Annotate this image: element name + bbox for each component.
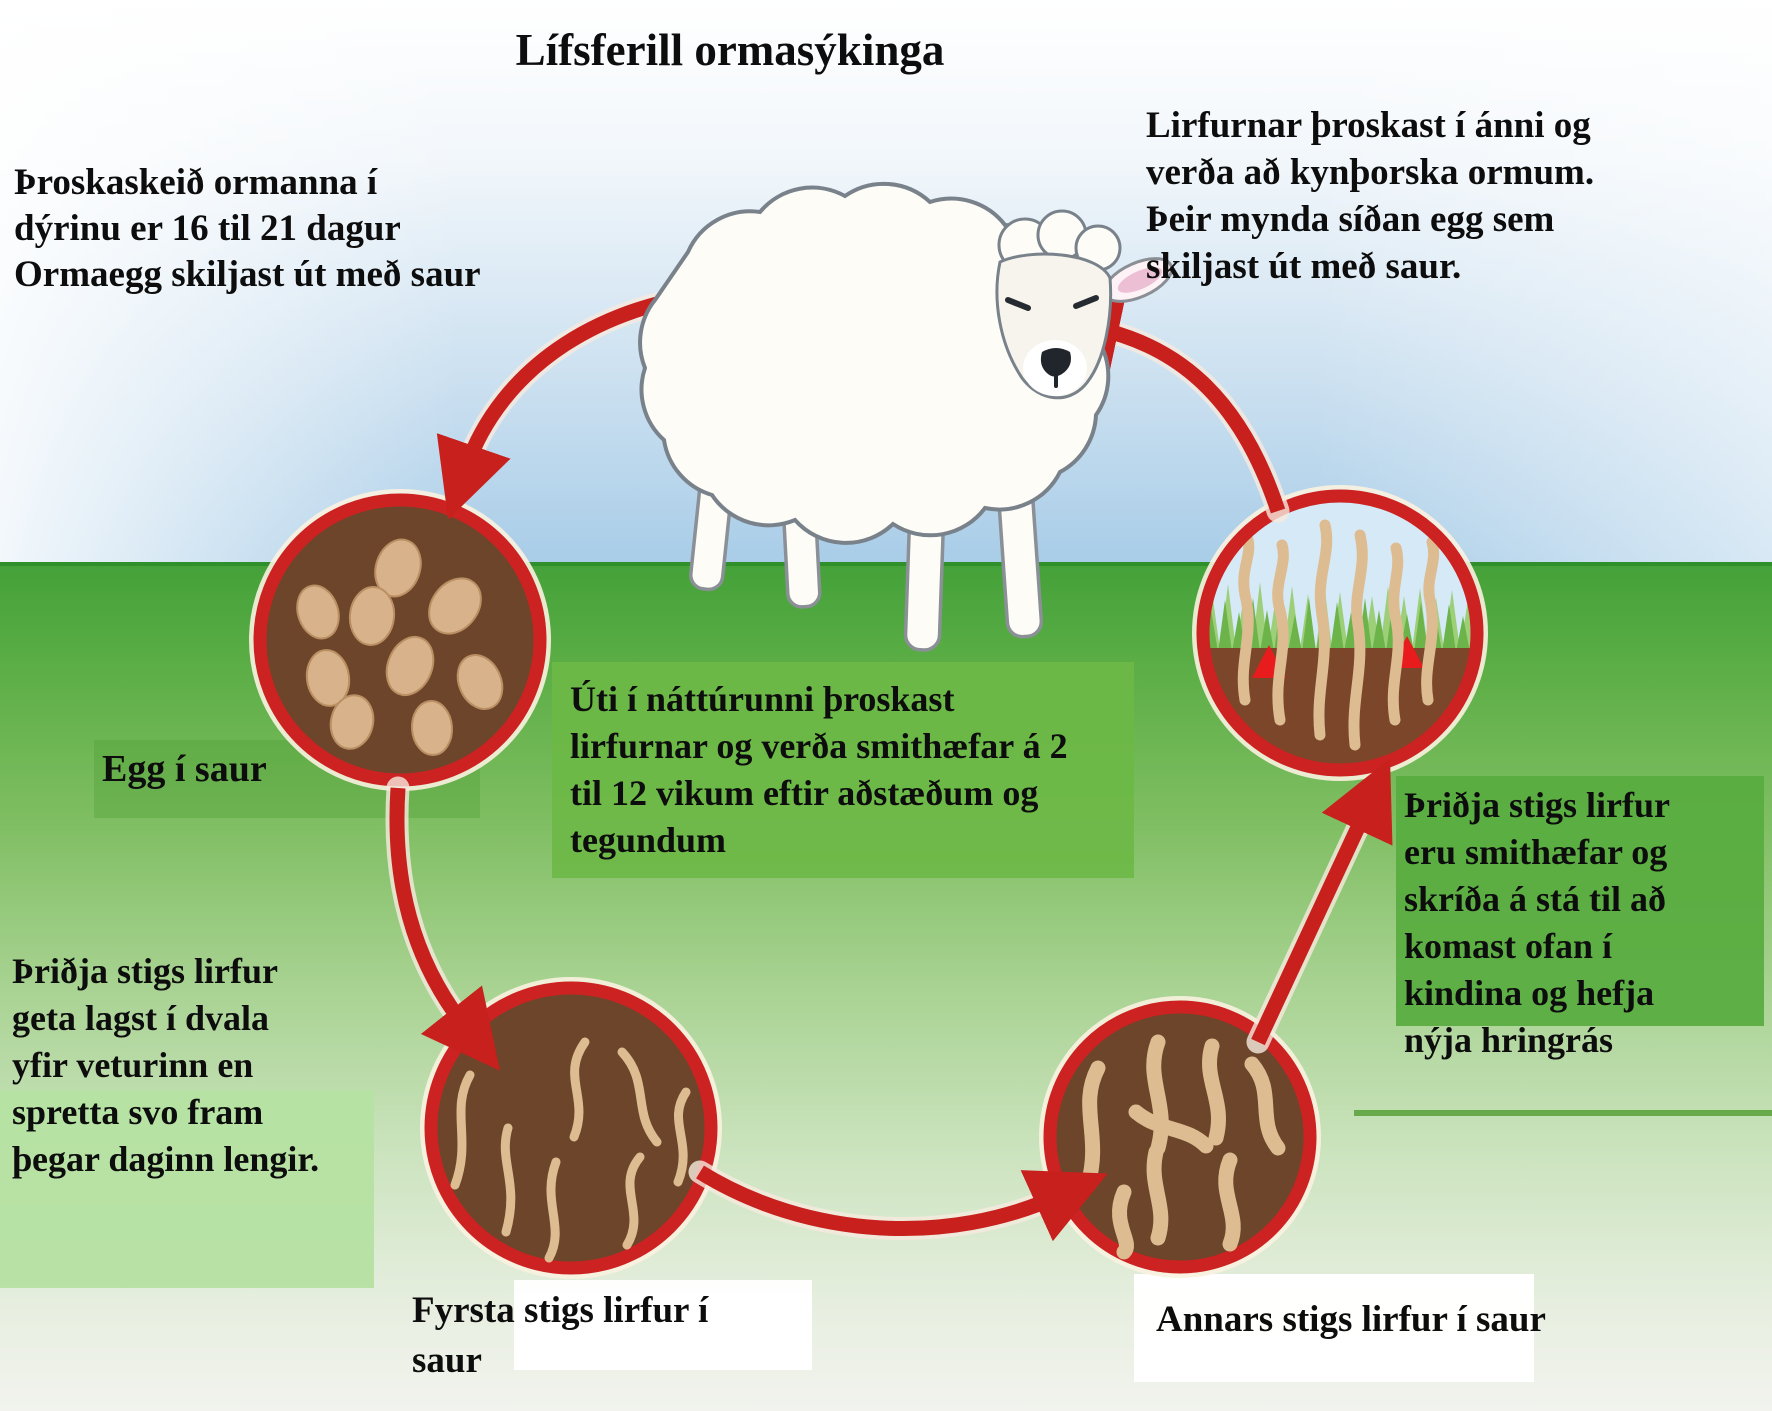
egg-circle-illustration <box>249 489 551 791</box>
label-egg-in-feces: Egg í saur <box>102 748 267 790</box>
note-third-stage-infective: Þriðja stigs lirfur eru smithæfar og skr… <box>1404 785 1670 1060</box>
label-second-stage-larvae: Annars stigs lirfur í saur <box>1156 1299 1546 1340</box>
arrow-third-stage-to-sheep <box>1041 294 1290 523</box>
center-note-box <box>552 662 1134 878</box>
first-stage-larvae-circle <box>420 977 722 1279</box>
sheep-nose <box>1040 348 1071 377</box>
arrow-eggs-to-first-stage <box>385 776 500 1071</box>
second-stage-label-box <box>1134 1274 1534 1382</box>
sheep-illustration <box>638 181 1174 652</box>
label-first-stage-larvae: Fyrsta stigs lirfur í saur <box>412 1290 709 1381</box>
sheep-eye-right <box>1073 295 1099 309</box>
note-adult-worms: Lirfurnar þroskast í ánni og verða að ky… <box>1146 105 1595 287</box>
third-stage-grass-circle <box>1192 485 1488 781</box>
note-environment-development: Úti í náttúrunni þroskast lirfurnar og v… <box>570 679 1068 860</box>
note-development-period: Þroskaskeið ormanna í dýrinu er 16 til 2… <box>14 162 481 295</box>
arrow-first-to-second-stage <box>688 1160 1108 1242</box>
divider-line <box>1354 1110 1772 1116</box>
note-overwinter-larvae: Þriðja stigs lirfur geta lagst í dvala y… <box>12 951 320 1179</box>
left-note-box <box>0 1090 374 1288</box>
arrow-second-to-third-stage <box>1246 758 1393 1054</box>
page-title: Lífsferill ormasýkinga <box>515 25 945 75</box>
second-stage-larvae-circle <box>1039 996 1321 1278</box>
first-stage-label-box <box>514 1280 812 1370</box>
right-note-box <box>1396 776 1764 1026</box>
sheep-eye-left <box>1005 297 1031 311</box>
